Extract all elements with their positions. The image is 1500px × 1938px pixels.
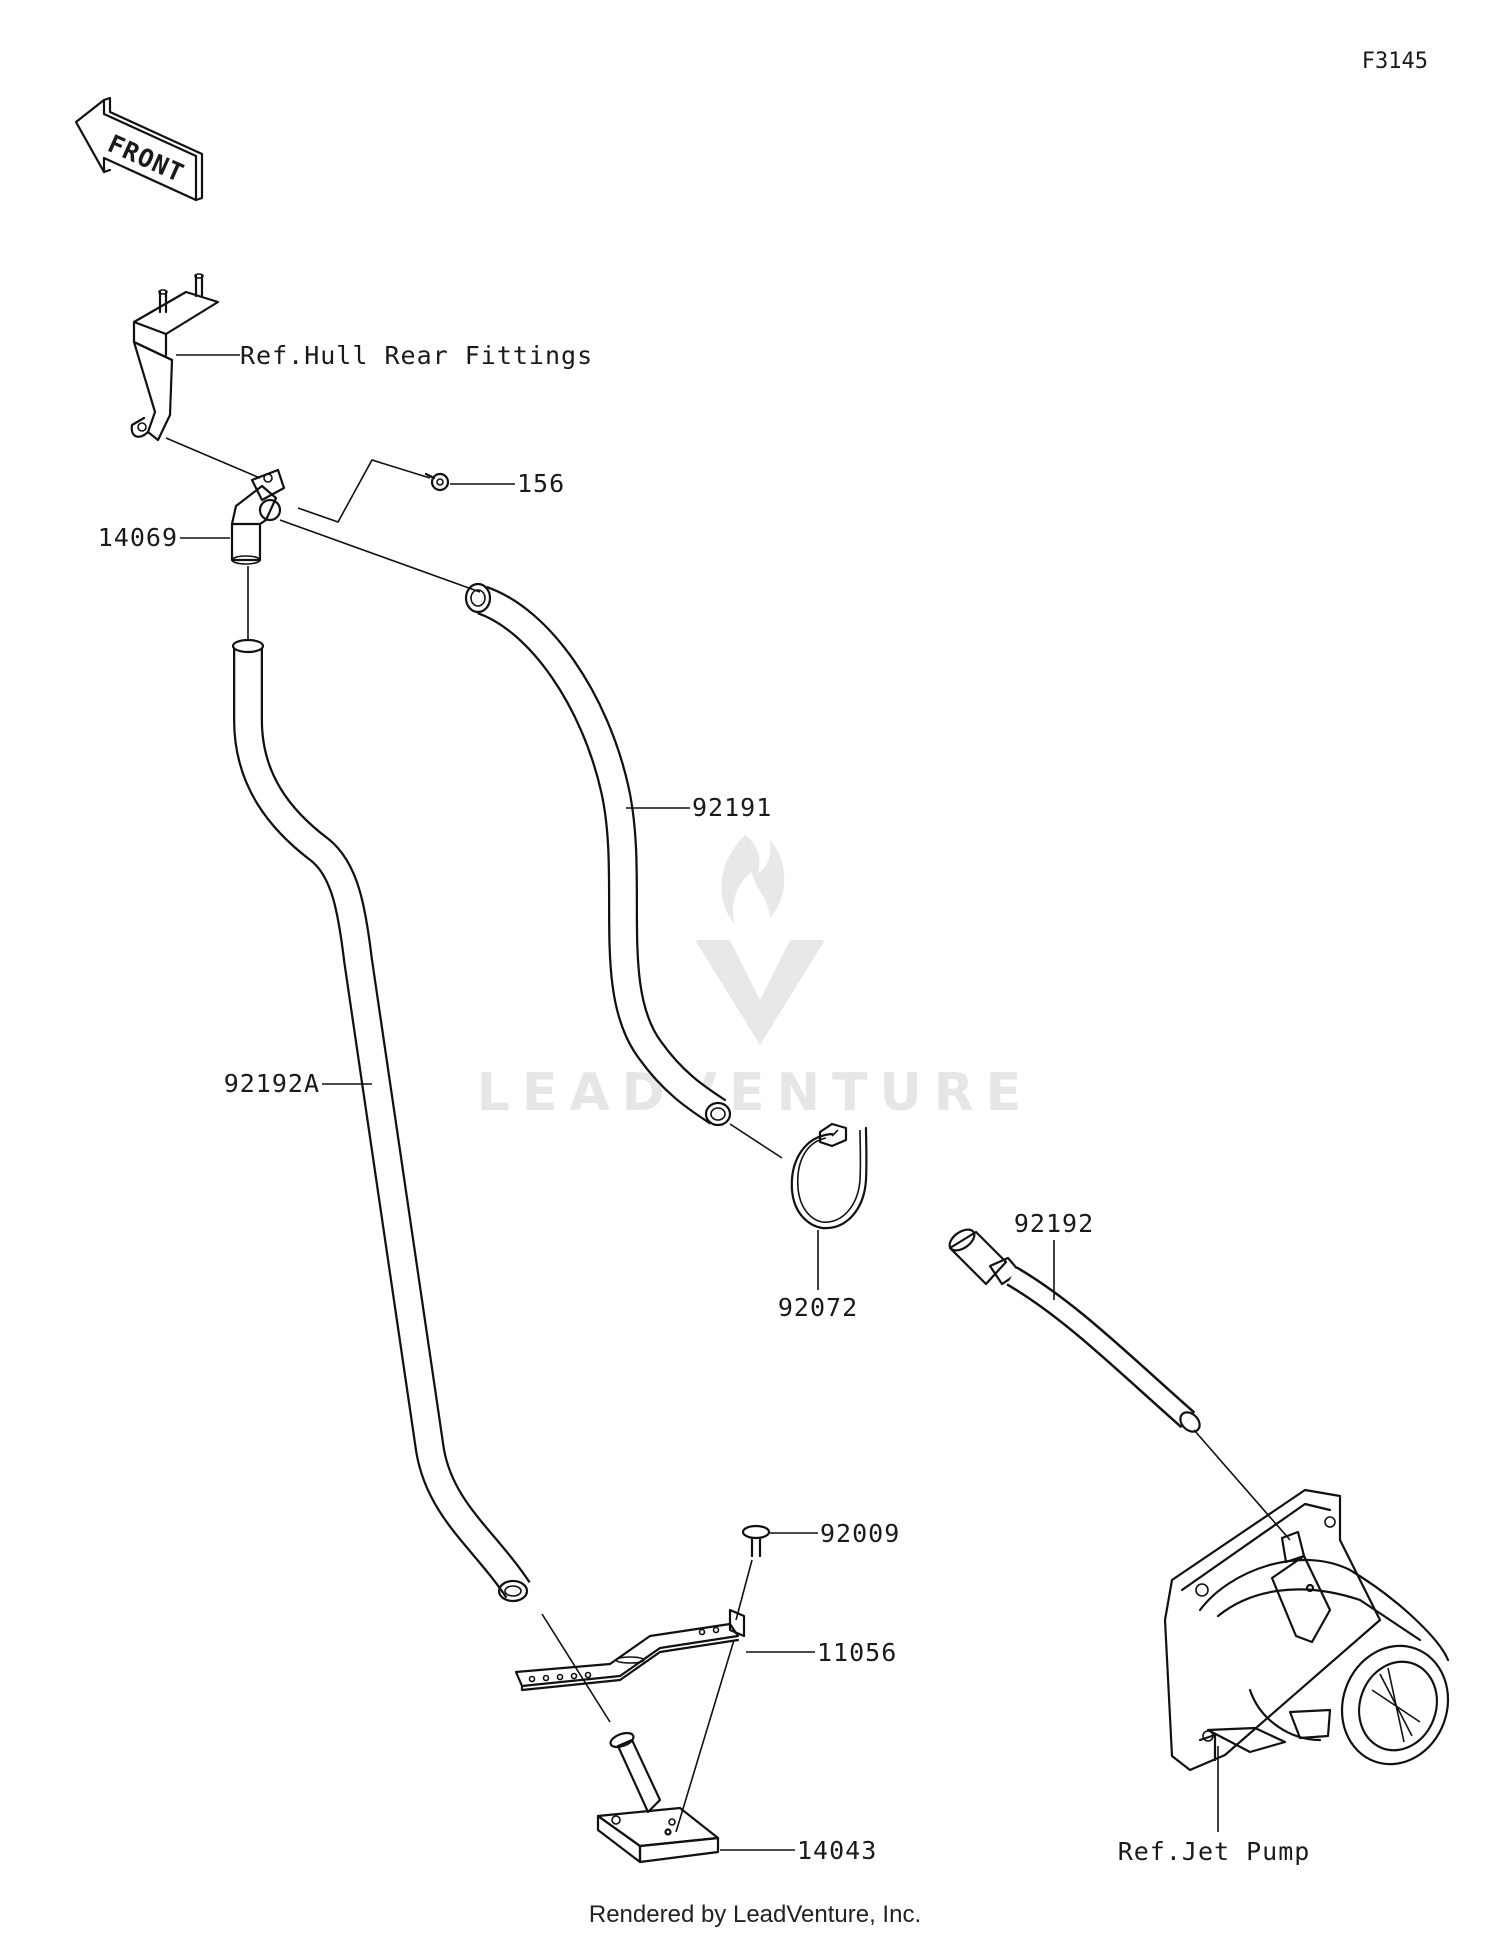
callout-11056: 11056: [817, 1638, 897, 1667]
callout-14043: 14043: [797, 1836, 877, 1865]
leadventure-watermark: LEADVENTURE: [477, 835, 1034, 1123]
part-92009-screw: [741, 1524, 771, 1558]
part-92192A-hose: [231, 638, 531, 1603]
callout-92072: 92072: [778, 1293, 858, 1322]
part-92072-clamp: [790, 1122, 868, 1230]
part-11056-bracket: [514, 1608, 746, 1692]
footer-credit: Rendered by LeadVenture, Inc.: [589, 1901, 921, 1928]
diagram-code: F3145: [1362, 49, 1428, 74]
callout-92191: 92191: [692, 793, 772, 822]
front-arrow-icon: FRONT: [74, 96, 204, 202]
callout-92009: 92009: [820, 1519, 900, 1548]
callout-ref-hull-rear-fittings: Ref.Hull Rear Fittings: [240, 341, 593, 370]
callout-92192A: 92192A: [224, 1069, 320, 1098]
callout-14069: 14069: [98, 523, 178, 552]
part-156-screw: [424, 472, 450, 492]
leadventure-flame-logo: [695, 835, 825, 1045]
front-arrow-label: FRONT: [104, 129, 189, 188]
callout-ref-jet-pump: Ref.Jet Pump: [1118, 1837, 1311, 1866]
hull-rear-fitting-bracket: [130, 273, 220, 442]
callout-156: 156: [517, 469, 565, 498]
watermark-text: LEADVENTURE: [477, 1063, 1034, 1123]
part-92192-hose: [948, 1228, 1201, 1433]
part-14069-elbow-fitting: [230, 468, 286, 565]
jet-pump-reference: [1163, 1488, 1450, 1772]
part-92191-hose: [464, 582, 732, 1127]
callout-92192: 92192: [1014, 1209, 1094, 1238]
part-14043-water-pickup: [596, 1731, 720, 1864]
